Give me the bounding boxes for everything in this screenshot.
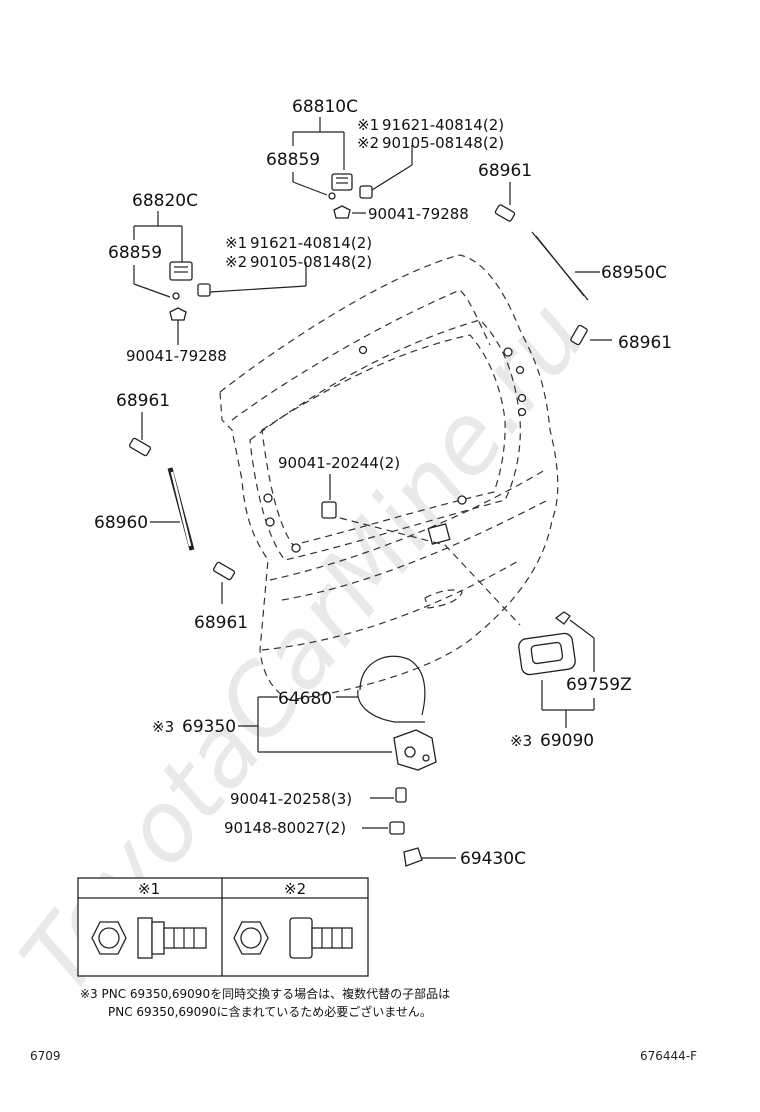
mark-3-handle: ※3 xyxy=(510,732,532,750)
label-69430c: 69430C xyxy=(460,849,526,869)
handle-group: 69759Z ※3 69090 xyxy=(510,611,632,751)
washer-left-icon xyxy=(172,292,180,300)
back-door-panel xyxy=(219,254,559,701)
lock-group: 64680 ※3 69350 90041-20258(3) 90148-8002… xyxy=(152,655,526,869)
legend-header-2: ※2 xyxy=(284,880,306,898)
nut-upper-icon xyxy=(333,205,351,219)
fastener-legend: ※1 ※2 xyxy=(77,877,369,977)
bolt-upper-icon xyxy=(359,185,373,199)
stud-mid-right-icon xyxy=(570,324,588,346)
label-68961-left-bottom: 68961 xyxy=(194,613,248,633)
mark-3-lock: ※3 xyxy=(152,718,174,736)
striker-icon xyxy=(403,847,423,867)
label-90148-80027: 90148-80027(2) xyxy=(224,819,346,837)
hinge-upper-icon xyxy=(331,173,353,191)
label-91621-upper: 91621-40814(2) xyxy=(382,116,504,134)
label-90041-79288-left: 90041-79288 xyxy=(126,347,227,365)
mark-2-left: ※2 xyxy=(225,253,247,271)
nut-left-icon xyxy=(169,307,187,321)
label-90105-upper: 90105-08148(2) xyxy=(382,134,504,152)
label-69759z: 69759Z xyxy=(566,675,632,695)
label-68859-left: 68859 xyxy=(108,243,162,263)
label-68810c: 68810C xyxy=(292,97,358,117)
hinge-upper-group: 68810C 68859 ※1 91621-40814(2) ※2 90105-… xyxy=(266,97,504,223)
hinge-left-icon xyxy=(169,261,193,281)
label-68950c: 68950C xyxy=(601,263,667,283)
footer-left: 6709 xyxy=(30,1049,61,1063)
mark-1-upper: ※1 xyxy=(357,116,379,134)
stud-left-top-icon xyxy=(128,437,152,457)
label-68961-mid-right: 68961 xyxy=(618,333,672,353)
label-90041-20244: 90041-20244(2) xyxy=(278,454,400,472)
label-68961-left-top: 68961 xyxy=(116,391,170,411)
washer-upper-icon xyxy=(328,192,336,200)
strut-left-group: 68961 68960 68961 xyxy=(94,391,248,633)
label-68820c: 68820C xyxy=(132,191,198,211)
stud-top-right-icon xyxy=(494,204,516,222)
footnote-line2: PNC 69350,69090に含まれているため必要ございません。 xyxy=(108,1004,432,1019)
label-68859-upper: 68859 xyxy=(266,150,320,170)
screw-lock-icon xyxy=(395,787,407,803)
label-69090: 69090 xyxy=(540,731,594,751)
footnote-line1: ※3 PNC 69350,69090を同時交換する場合は、複数代替の子部品は xyxy=(80,986,450,1001)
hinge-left-group: 68820C 68859 ※1 91621-40814(2) ※2 90105-… xyxy=(108,191,372,365)
footer-right: 676444-F xyxy=(640,1049,697,1063)
label-91621-left: 91621-40814(2) xyxy=(250,234,372,252)
stud-left-bottom-icon xyxy=(212,561,236,581)
label-90041-79288-upper: 90041-79288 xyxy=(368,205,469,223)
label-90041-20258: 90041-20258(3) xyxy=(230,790,352,808)
mark-1-left: ※1 xyxy=(225,234,247,252)
mark-2-upper: ※2 xyxy=(357,134,379,152)
clip-center-group: 90041-20244(2) xyxy=(278,454,400,519)
strut-right-group: 68961 68950C 68961 xyxy=(478,161,672,353)
label-64680: 64680 xyxy=(278,689,332,709)
bolt-2-icon xyxy=(289,917,313,959)
label-68961-top-right: 68961 xyxy=(478,161,532,181)
label-68960: 68960 xyxy=(94,513,148,533)
label-69350: 69350 xyxy=(182,717,236,737)
label-90105-left: 90105-08148(2) xyxy=(250,253,372,271)
bolt-1-icon xyxy=(137,917,153,959)
clip-center-icon xyxy=(321,501,337,519)
handle-clip-icon xyxy=(554,611,571,625)
screw-striker-icon xyxy=(389,821,405,835)
bolt-left-icon xyxy=(197,283,211,297)
legend-header-1: ※1 xyxy=(138,880,160,898)
